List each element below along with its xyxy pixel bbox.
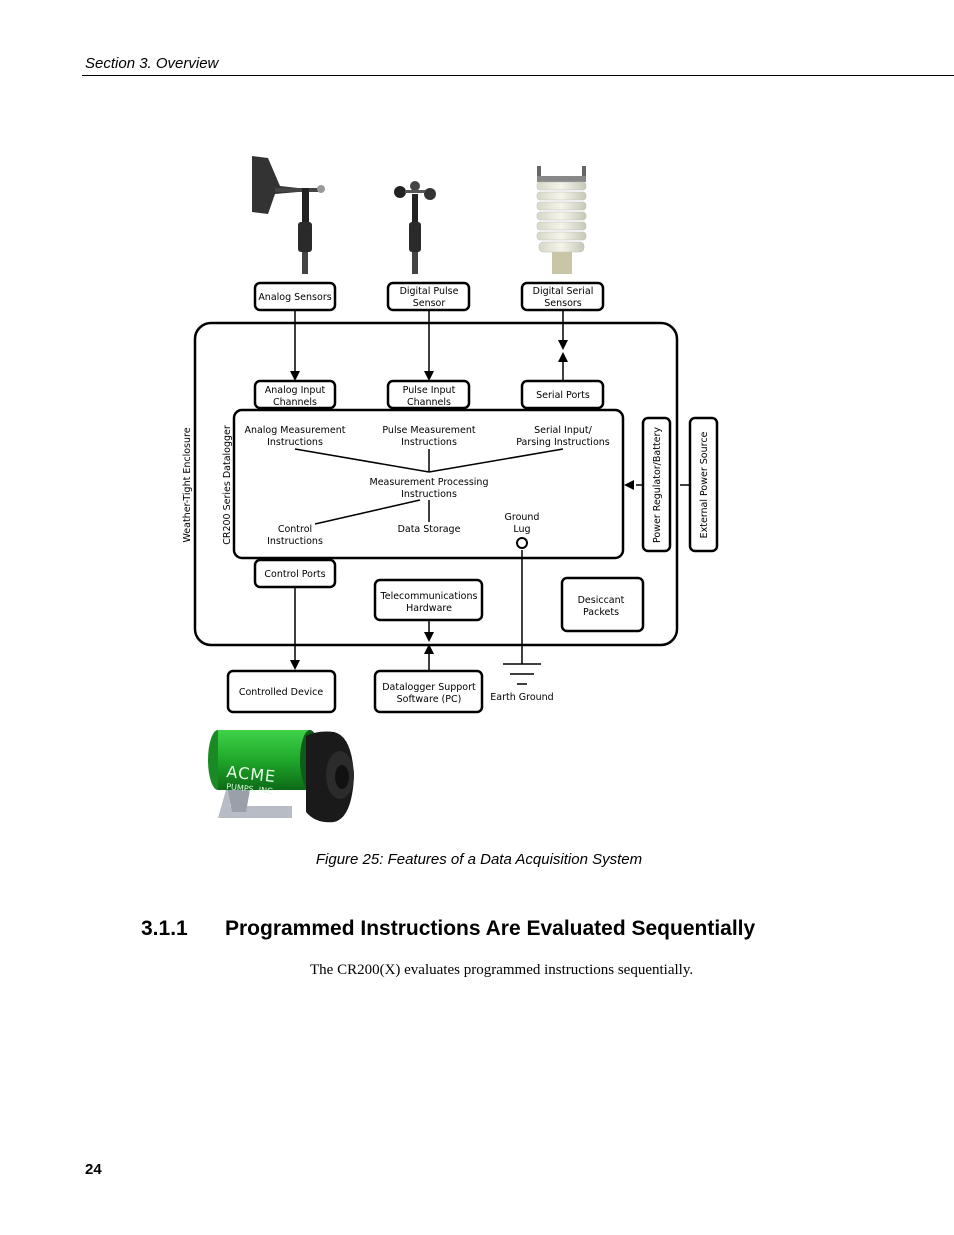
weather-tight-enclosure — [193, 321, 679, 647]
enclosure-label: Weather-Tight Enclosure — [182, 427, 193, 542]
ground-lug-terminal — [516, 537, 528, 549]
datalogger-box — [232, 408, 625, 560]
power-regulator-label: Power Regulator/Battery — [652, 427, 663, 543]
datalogger-support-label-line2: Software (PC) — [397, 694, 462, 705]
desiccant-packets-box — [560, 576, 645, 633]
digital-pulse-label-line2: Sensor — [413, 298, 446, 309]
telecom-hardware-box — [373, 578, 484, 622]
analog-measurement-label-line2: Instructions — [267, 437, 323, 448]
anemometer-sensor-image — [394, 181, 436, 274]
desiccant-label-line2: Packets — [583, 607, 619, 618]
running-header: Section 3. Overview — [85, 55, 219, 72]
digital-serial-sensors-box — [520, 281, 605, 312]
controlled-device-box — [226, 669, 337, 714]
radiation-shield-sensor-image — [536, 166, 587, 274]
measurement-processing-label-line2: Instructions — [401, 489, 457, 500]
ground-lug-label-line2: Lug — [513, 524, 530, 535]
control-instructions-label-line2: Instructions — [267, 536, 323, 547]
earth-ground-label: Earth Ground — [490, 692, 553, 703]
analog-sensors-box — [253, 281, 337, 312]
pulse-measurement-label-line2: Instructions — [401, 437, 457, 448]
controlled-device-label: Controlled Device — [239, 687, 324, 698]
telecom-label-line1: Telecommunications — [380, 591, 478, 602]
acme-pump-image: ACME PUMPS, INC. — [208, 730, 354, 823]
section-heading: 3.1.1 Programmed Instructions Are Evaluat… — [141, 917, 755, 941]
pulse-measurement-label-line1: Pulse Measurement — [382, 425, 476, 436]
section-number: 3.1.1 — [141, 917, 188, 940]
datalogger-label: CR200 Series Datalogger — [222, 425, 233, 545]
analog-input-label-line2: Channels — [273, 397, 317, 408]
serial-ports-label: Serial Ports — [536, 390, 590, 401]
serial-input-label-line2: Parsing Instructions — [516, 437, 610, 448]
control-instructions-label-line1: Control — [278, 524, 312, 535]
section-title: Programmed Instructions Are Evaluated Se… — [225, 917, 756, 940]
data-acquisition-diagram: Analog Sensors Digital Pulse Sensor Digi… — [182, 156, 719, 823]
pulse-input-channels-box — [386, 379, 471, 410]
digital-pulse-label-line1: Digital Pulse — [400, 286, 459, 297]
page-number: 24 — [85, 1161, 102, 1178]
analog-input-label-line1: Analog Input — [265, 385, 326, 396]
control-ports-label: Control Ports — [264, 569, 325, 580]
serial-input-label-line1: Serial Input/ — [534, 425, 592, 436]
control-ports-box — [253, 558, 337, 589]
digital-serial-label-line2: Sensors — [544, 298, 582, 309]
ground-lug-label-line1: Ground — [505, 512, 540, 523]
pulse-input-label-line2: Channels — [407, 397, 451, 408]
digital-serial-label-line1: Digital Serial — [533, 286, 594, 297]
analog-measurement-label-line1: Analog Measurement — [244, 425, 345, 436]
digital-pulse-sensor-box — [386, 281, 471, 312]
telecom-label-line2: Hardware — [406, 603, 452, 614]
analog-sensors-label: Analog Sensors — [258, 292, 331, 303]
data-storage-label: Data Storage — [398, 524, 461, 535]
header-rule — [82, 75, 954, 76]
external-power-label: External Power Source — [699, 431, 710, 538]
figure-caption: Figure 25: Features of a Data Acquisitio… — [315, 851, 643, 868]
desiccant-label-line1: Desiccant — [578, 595, 625, 606]
measurement-processing-label-line1: Measurement Processing — [370, 477, 489, 488]
datalogger-support-label-line1: Datalogger Support — [382, 682, 476, 693]
body-paragraph: The CR200(X) evaluates programmed instru… — [310, 962, 694, 978]
pulse-input-label-line1: Pulse Input — [403, 385, 456, 396]
wind-vane-sensor-image — [252, 156, 325, 274]
